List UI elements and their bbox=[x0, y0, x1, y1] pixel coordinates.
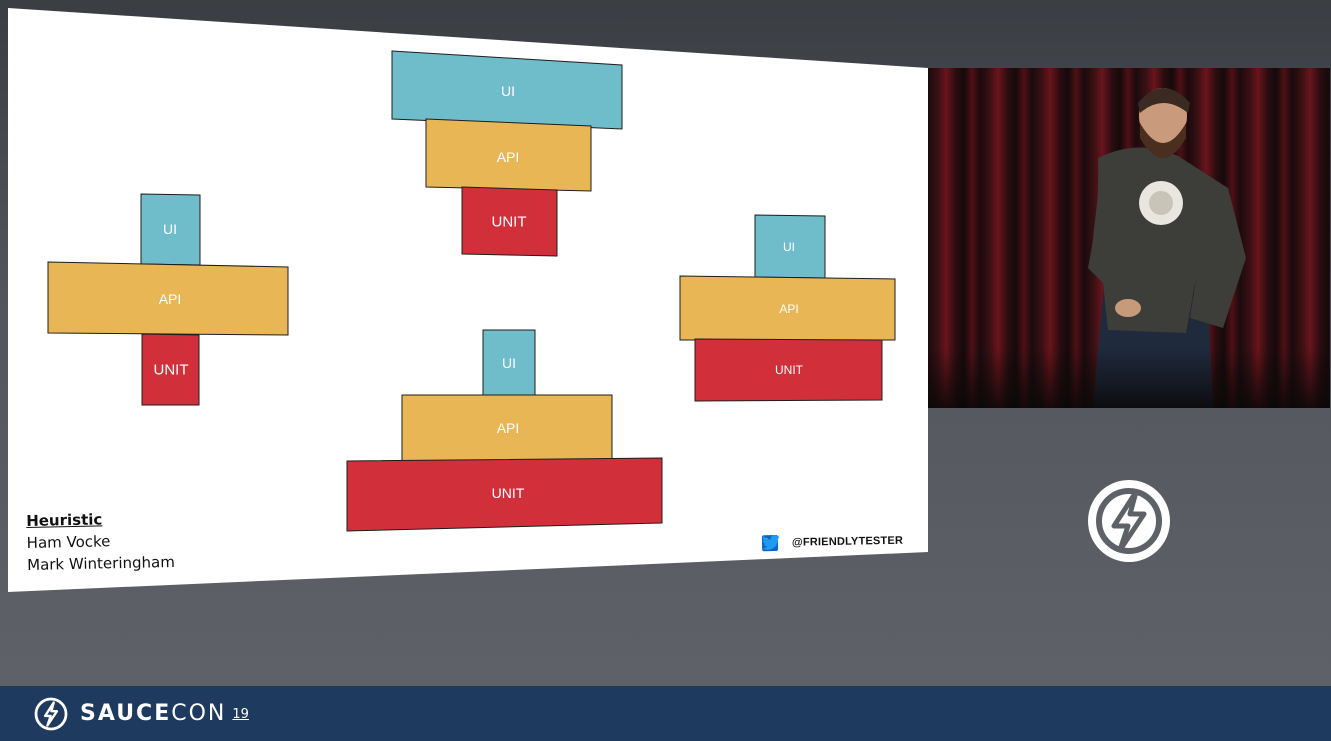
sauce-logo-small-icon bbox=[34, 697, 68, 730]
brand-light-text: CON bbox=[171, 701, 227, 726]
stage-floor bbox=[928, 348, 1330, 408]
brand-year: 19 bbox=[232, 707, 249, 722]
brand-bold-text: SAUCE bbox=[80, 701, 172, 726]
footer-bar: SAUCECON 19 bbox=[0, 686, 1331, 741]
saucecon-brand: SAUCECON 19 bbox=[80, 701, 249, 726]
speaker-video bbox=[928, 68, 1330, 408]
sauce-logo-icon bbox=[1088, 480, 1170, 562]
